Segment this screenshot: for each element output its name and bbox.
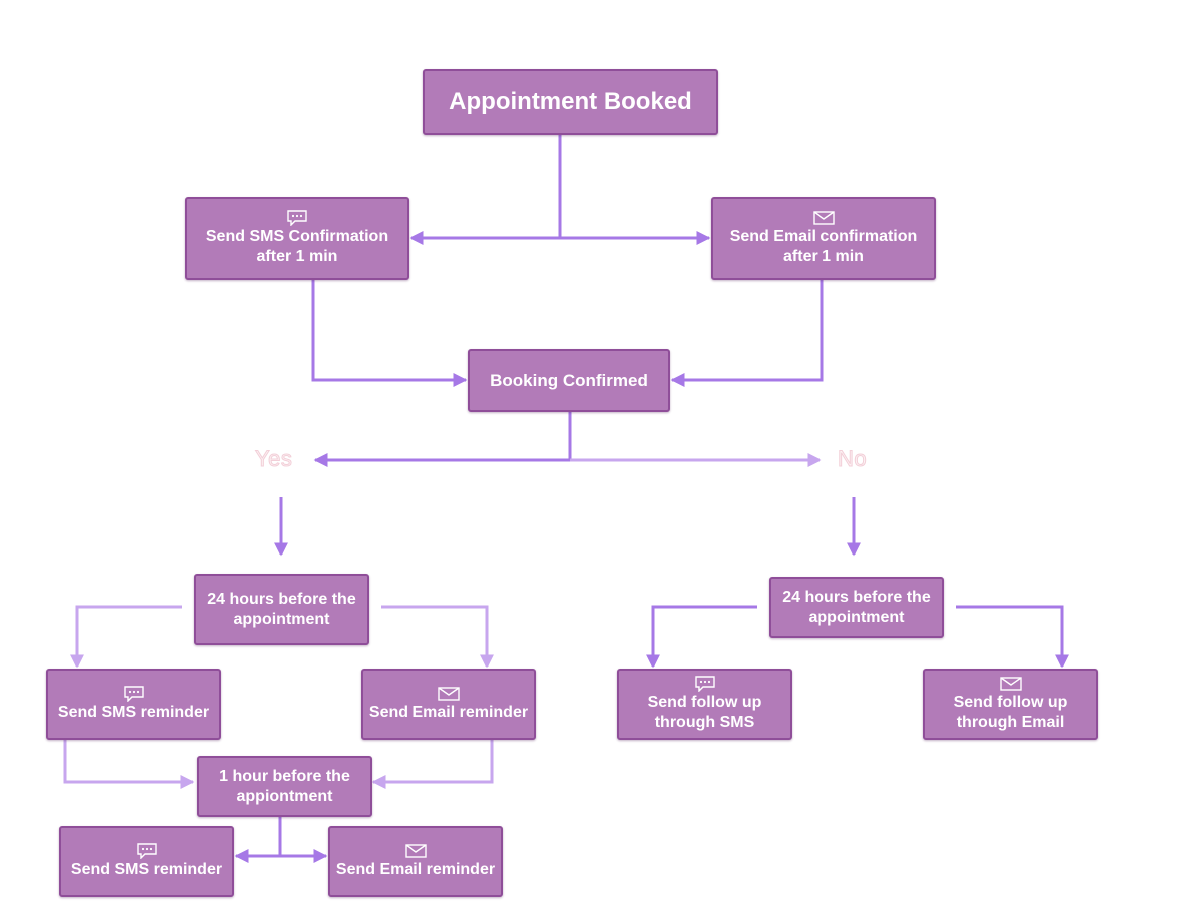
- connector-yes24-to-email: [381, 605, 494, 669]
- decision-no-label: No: [837, 446, 868, 472]
- sms-bubble-icon: [136, 843, 157, 859]
- connector-sms-reminder-to-1h: [63, 737, 195, 789]
- node-email-confirmation: Send Email confirmation after 1 min: [711, 197, 936, 280]
- node-label-line1: 1 hour before the: [219, 767, 350, 785]
- node-label: Send Email reminder: [335, 861, 496, 878]
- node-sms-confirmation: Send SMS Confirmation after 1 min: [185, 197, 409, 280]
- node-label-line1: Send follow up: [953, 694, 1068, 711]
- node-yes-24h-before: 24 hours before the appointment: [194, 574, 369, 645]
- node-label-line2: after 1 min: [256, 248, 338, 265]
- connector-no24-to-sms: [646, 605, 757, 669]
- sms-bubble-icon: [694, 676, 715, 692]
- node-yes-1h-before: 1 hour before the appiontment: [197, 756, 372, 817]
- envelope-icon: [999, 677, 1022, 691]
- decision-yes-label: Yes: [254, 446, 293, 472]
- node-no-email-followup: Send follow up through Email: [923, 669, 1098, 740]
- node-yes-email-reminder-1h: Send Email reminder: [328, 826, 503, 897]
- node-label-line1: 24 hours before the: [782, 588, 931, 606]
- node-booking-confirmed: Booking Confirmed: [468, 349, 670, 412]
- envelope-icon: [437, 687, 460, 701]
- node-no-sms-followup: Send follow up through SMS: [617, 669, 792, 740]
- node-yes-sms-reminder-24h: Send SMS reminder: [46, 669, 221, 740]
- node-label: Booking Confirmed: [490, 370, 648, 390]
- node-label: Appointment Booked: [449, 88, 692, 115]
- node-no-24h-before: 24 hours before the appointment: [769, 577, 944, 638]
- connector-yes24-to-sms: [70, 605, 182, 669]
- node-yes-email-reminder-24h: Send Email reminder: [361, 669, 536, 740]
- sms-bubble-icon: [123, 686, 144, 702]
- node-label-line1: Send follow up: [647, 694, 762, 711]
- node-label: Send SMS reminder: [70, 861, 223, 878]
- node-label-line2: appointment: [808, 608, 905, 626]
- node-yes-sms-reminder-1h: Send SMS reminder: [59, 826, 234, 897]
- connector-email-to-booking: [670, 268, 824, 387]
- node-appointment-booked: Appointment Booked: [423, 69, 718, 135]
- node-label-line1: 24 hours before the: [207, 590, 356, 608]
- connector-email-reminder-to-1h: [371, 737, 494, 789]
- node-label: Send Email reminder: [368, 704, 529, 721]
- node-label-line2: appiontment: [236, 787, 333, 805]
- envelope-icon: [812, 211, 835, 225]
- node-label-line2: after 1 min: [783, 248, 864, 265]
- node-label-line1: Send Email confirmation: [729, 228, 918, 245]
- connector-no24-to-email: [956, 605, 1069, 669]
- sms-bubble-icon: [287, 210, 307, 226]
- connector-sms-to-booking: [311, 268, 468, 387]
- node-label: Send SMS reminder: [57, 704, 210, 721]
- node-label-line2: appointment: [233, 610, 330, 628]
- envelope-icon: [404, 844, 427, 858]
- node-label-line2: through Email: [956, 714, 1065, 731]
- node-label-line2: through SMS: [654, 714, 755, 731]
- node-label-line1: Send SMS Confirmation: [205, 228, 389, 245]
